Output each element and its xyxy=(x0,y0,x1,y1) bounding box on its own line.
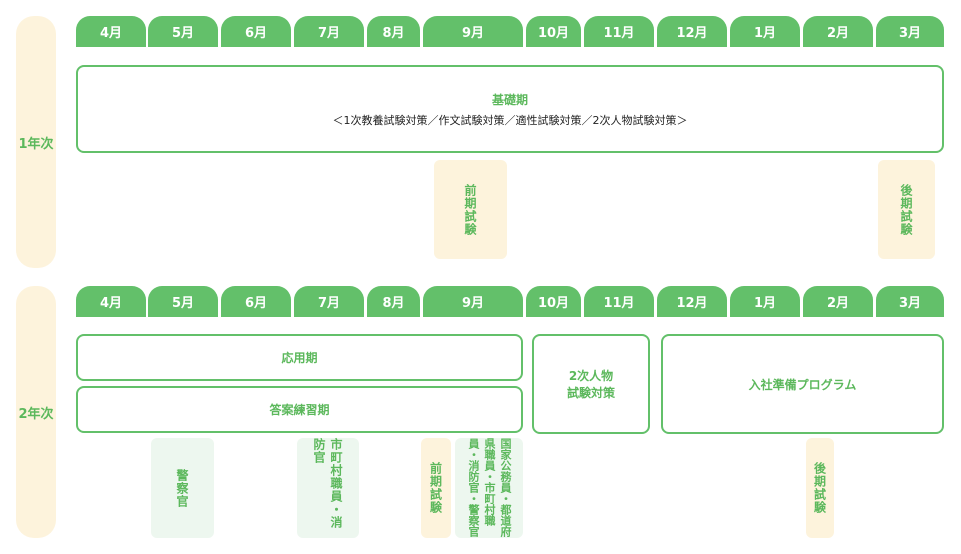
basic-period-subtitle: ＜1次教養試験対策／作文試験対策／適性試験対策／2次人物試験対策＞ xyxy=(332,113,688,127)
year1-basic-period: 基礎期 ＜1次教養試験対策／作文試験対策／適性試験対策／2次人物試験対策＞ xyxy=(76,65,944,153)
year2-applied-period: 応用期 xyxy=(76,334,523,381)
month-aug: 8月 xyxy=(367,286,420,317)
year2-national-staff-exam: 国家公務員・都道府県職員・市町村職員・消防官・警察官 xyxy=(455,438,523,538)
month-feb: 2月 xyxy=(803,286,873,317)
month-oct: 10月 xyxy=(526,16,581,47)
month-dec: 12月 xyxy=(657,286,727,317)
month-sep: 9月 xyxy=(423,286,523,317)
year1-final-exam: 後期試験 xyxy=(878,160,935,259)
year1-label-text: 1年次 xyxy=(18,136,54,152)
month-mar: 3月 xyxy=(876,16,944,47)
month-may: 5月 xyxy=(148,16,218,47)
month-nov: 11月 xyxy=(584,286,654,317)
month-feb: 2月 xyxy=(803,16,873,47)
year2-label: 2年次 xyxy=(16,286,56,538)
year2-onboarding-program: 入社準備プログラム xyxy=(661,334,944,434)
month-aug: 8月 xyxy=(367,16,420,47)
year2-practice-period: 答案練習期 xyxy=(76,386,523,433)
month-nov: 11月 xyxy=(584,16,654,47)
month-may: 5月 xyxy=(148,286,218,317)
year2-city-staff-exam: 市町村職員・消防官 xyxy=(297,438,359,538)
year2-police-exam: 警察官 xyxy=(151,438,214,538)
month-apr: 4月 xyxy=(76,16,146,47)
month-sep: 9月 xyxy=(423,16,523,47)
month-mar: 3月 xyxy=(876,286,944,317)
month-jan: 1月 xyxy=(730,286,800,317)
month-jun: 6月 xyxy=(221,16,291,47)
month-jun: 6月 xyxy=(221,286,291,317)
month-apr: 4月 xyxy=(76,286,146,317)
month-jul: 7月 xyxy=(294,16,364,47)
year2-second-stage-prep: 2次人物 試験対策 xyxy=(532,334,650,434)
year2-month-header: 4月 5月 6月 7月 8月 9月 10月 11月 12月 1月 2月 3月 xyxy=(76,286,944,317)
year2-label-text: 2年次 xyxy=(18,406,54,422)
year2-midterm-exam: 前期試験 xyxy=(421,438,451,538)
month-dec: 12月 xyxy=(657,16,727,47)
year1-midterm-exam: 前期試験 xyxy=(434,160,507,259)
month-oct: 10月 xyxy=(526,286,581,317)
basic-period-title: 基礎期 xyxy=(491,92,528,107)
year2-final-exam: 後期試験 xyxy=(806,438,834,538)
month-jul: 7月 xyxy=(294,286,364,317)
year1-label: 1年次 xyxy=(16,16,56,268)
month-jan: 1月 xyxy=(730,16,800,47)
year1-month-header: 4月 5月 6月 7月 8月 9月 10月 11月 12月 1月 2月 3月 xyxy=(76,16,944,47)
